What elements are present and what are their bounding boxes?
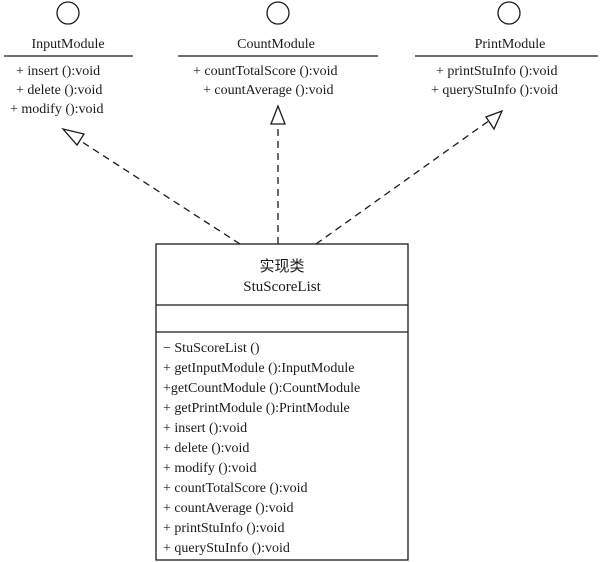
- class-method: + printStuInfo ():void: [163, 521, 284, 536]
- class-method: +getCountModule ():CountModule: [163, 381, 360, 396]
- class-method: + insert ():void: [163, 421, 247, 436]
- class-box: [155, 243, 409, 561]
- class-method: + modify ():void: [163, 461, 256, 476]
- realization-arrowhead-icon: [485, 109, 504, 131]
- realization-arrowhead-icon: [270, 104, 286, 125]
- class-method: + getInputModule ():InputModule: [163, 361, 354, 376]
- class-stereotype: 实现类: [259, 257, 304, 275]
- interface-name: PrintModule: [475, 37, 546, 52]
- interface-method: + delete ():void: [16, 83, 102, 98]
- interface-name: InputModule: [31, 37, 104, 52]
- class-method: + getPrintModule ():PrintModule: [163, 401, 350, 416]
- interface-name: CountModule: [237, 37, 315, 52]
- class-stuscorelist: 实现类 StuScoreList − StuScoreList () + get…: [155, 243, 409, 561]
- class-method: + countAverage ():void: [163, 501, 293, 516]
- class-method: + queryStuInfo ():void: [163, 541, 290, 556]
- interface-method: + queryStuInfo ():void: [431, 83, 558, 98]
- interface-method: + countTotalScore ():void: [193, 64, 338, 79]
- class-method: − StuScoreList (): [163, 341, 260, 356]
- interface-countmodule: CountModule + countTotalScore ():void + …: [178, 1, 378, 98]
- realization-line-printmodule: [315, 119, 491, 245]
- interface-method: + printStuInfo ():void: [436, 64, 557, 79]
- class-method: + countTotalScore ():void: [163, 481, 308, 496]
- interface-method: + modify ():void: [10, 102, 103, 117]
- interface-printmodule: PrintModule + printStuInfo ():void + que…: [415, 1, 598, 98]
- interface-method: + insert ():void: [16, 64, 100, 79]
- class-method: + delete ():void: [163, 441, 249, 456]
- interface-method: + countAverage ():void: [203, 83, 333, 98]
- realization-line-inputmodule: [75, 137, 241, 245]
- interface-lollipop-icon: [56, 1, 80, 25]
- realization-arrows: [61, 104, 504, 245]
- class-name: StuScoreList: [243, 279, 321, 295]
- interface-lollipop-icon: [497, 1, 521, 25]
- realization-arrowhead-icon: [61, 127, 86, 147]
- interface-inputmodule: InputModule + insert ():void + delete ()…: [4, 1, 133, 117]
- interface-lollipop-icon: [266, 1, 290, 25]
